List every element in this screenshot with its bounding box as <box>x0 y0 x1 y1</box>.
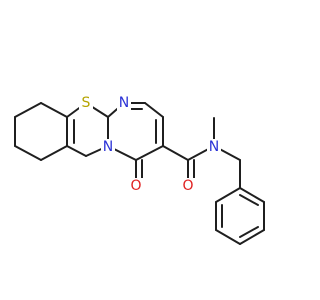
bond <box>144 102 164 118</box>
bond <box>239 194 259 206</box>
bond <box>162 145 189 161</box>
bond <box>40 145 68 161</box>
atom-label-nitrogen-fused: N <box>103 139 113 155</box>
atom-label-oxygen-amide: O <box>182 178 193 194</box>
bond <box>239 229 265 245</box>
atom-label-layer: S N N O O N <box>79 95 221 194</box>
structure-canvas: S N N O O N <box>14 95 265 245</box>
atom-label-nitrogen: N <box>119 95 129 111</box>
bond <box>215 229 241 245</box>
bond <box>135 145 164 161</box>
chemical-structure: S N N O O N <box>14 95 265 245</box>
atom-label-nitrogen-amide: N <box>209 139 219 155</box>
bond <box>40 102 68 118</box>
bond <box>239 226 259 238</box>
bond-layer <box>14 102 265 245</box>
atom-label-oxygen-ring: O <box>130 178 141 194</box>
bond <box>66 145 87 157</box>
bond <box>215 187 241 203</box>
atom-label-sulfur: S <box>82 95 91 111</box>
bond <box>14 102 42 118</box>
bond <box>239 187 265 203</box>
bond <box>14 145 42 161</box>
